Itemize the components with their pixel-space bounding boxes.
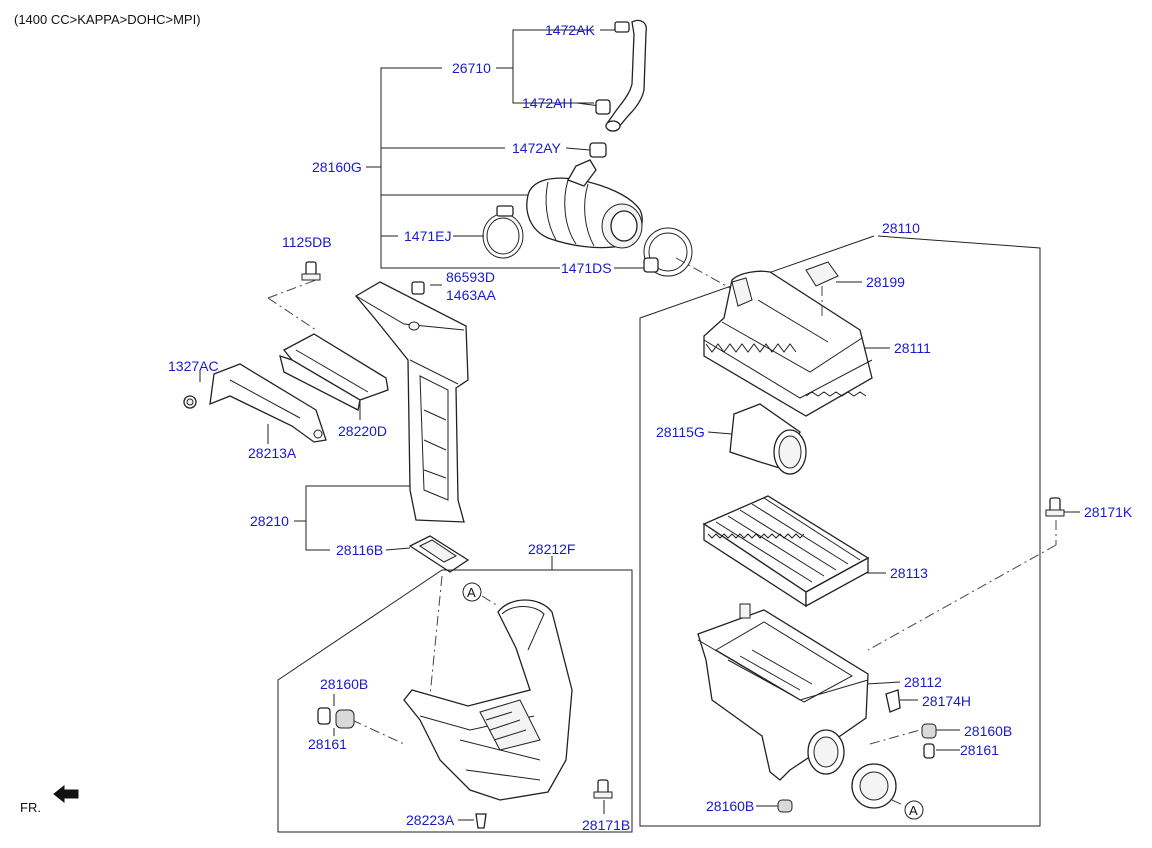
- centerline-a-right: [891, 799, 906, 807]
- svg-text:A: A: [467, 585, 476, 600]
- air-cleaner-case-28112: [697, 603, 869, 781]
- part-label-28171b[interactable]: 28171B: [582, 817, 630, 833]
- centerline-hose-to-cover: [675, 257, 731, 289]
- part-label-86593d[interactable]: 86593D: [446, 269, 495, 285]
- centerline-case-mounts: [869, 729, 921, 745]
- part-label-1471ds[interactable]: 1471DS: [561, 260, 612, 276]
- svg-text:FR.: FR.: [20, 800, 41, 815]
- part-label-28161-left[interactable]: 28161: [308, 736, 347, 752]
- air-cleaner-cover-28111: [703, 270, 873, 417]
- part-label-28223a[interactable]: 28223A: [406, 812, 455, 828]
- screw-28171b: [593, 779, 613, 799]
- centerline-screw-to-case: [867, 544, 1057, 651]
- part-label-28112[interactable]: 28112: [904, 674, 942, 690]
- part-label-28174h[interactable]: 28174H: [922, 693, 971, 709]
- nut-1327ac: [183, 395, 197, 409]
- part-label-1125db[interactable]: 1125DB: [282, 234, 332, 250]
- part-label-28113[interactable]: 28113: [890, 565, 928, 581]
- part-label-28160b-left[interactable]: 28160B: [320, 676, 368, 692]
- bushing-28161-right: [923, 743, 935, 759]
- intake-duct-lower-28212f: [403, 599, 573, 801]
- clip-86593d: [411, 281, 425, 295]
- air-intake-hose: [526, 159, 643, 249]
- bracket-28213a: [209, 363, 327, 443]
- part-label-28115g[interactable]: 28115G: [656, 424, 705, 440]
- part-label-28210[interactable]: 28210: [250, 513, 289, 529]
- bolt-1125db: [301, 261, 321, 281]
- hose-clamp-1471ds: [643, 227, 693, 277]
- part-label-28199[interactable]: 28199: [866, 274, 905, 290]
- part-label-1472ay[interactable]: 1472AY: [512, 140, 561, 156]
- part-label-28116b[interactable]: 28116B: [336, 542, 383, 558]
- part-label-1327ac[interactable]: 1327AC: [168, 358, 219, 374]
- svg-text:A: A: [909, 803, 918, 818]
- part-label-28213a[interactable]: 28213A: [248, 445, 297, 461]
- seal-28116b: [408, 535, 470, 573]
- label-plate-28199: [805, 261, 839, 287]
- grommet-28160b-left: [335, 709, 355, 729]
- engine-spec-title: (1400 CC>KAPPA>DOHC>MPI): [14, 12, 201, 27]
- duct-seal-ring: [851, 763, 897, 809]
- part-label-28160g[interactable]: 28160G: [312, 159, 362, 175]
- part-label-28220d[interactable]: 28220D: [338, 423, 387, 439]
- hose-clamp-1471ej: [482, 205, 524, 259]
- clip-28223a: [475, 813, 487, 829]
- part-label-1472ak[interactable]: 1472AK: [545, 22, 595, 38]
- part-label-1472ah[interactable]: 1472AH: [522, 95, 573, 111]
- callout-circle-a-left: A: [462, 582, 482, 602]
- hose-clip-1472ay: [589, 142, 607, 158]
- leader-lines-28160g: [366, 29, 648, 269]
- air-guide-28115g: [729, 403, 807, 475]
- part-label-28161-right[interactable]: 28161: [960, 742, 999, 758]
- part-label-28111[interactable]: 28111: [894, 340, 931, 356]
- grommet-28160b-right: [921, 723, 937, 739]
- part-label-28110[interactable]: 28110: [882, 220, 920, 236]
- part-label-1463aa[interactable]: 1463AA: [446, 287, 496, 303]
- breather-hose-26710: [595, 19, 647, 132]
- part-label-28212f[interactable]: 28212F: [528, 541, 575, 557]
- part-label-28160b-bottom[interactable]: 28160B: [706, 798, 754, 814]
- part-label-28171k[interactable]: 28171K: [1084, 504, 1133, 520]
- part-label-26710[interactable]: 26710: [452, 60, 491, 76]
- front-arrow-icon: [53, 784, 79, 804]
- grommet-28160b-bottom: [777, 799, 793, 813]
- screw-28171k: [1045, 497, 1065, 517]
- bushing-28161-left: [317, 707, 331, 725]
- leader-box-28212f: [277, 556, 633, 833]
- resonator-28220d: [279, 333, 389, 411]
- front-direction-indicator: FR.: [20, 784, 79, 815]
- intake-duct-upper-28210: [355, 281, 469, 523]
- clip-28174h: [885, 689, 901, 713]
- leader-lines-left: [199, 279, 442, 551]
- filter-element-28113: [702, 495, 870, 608]
- callout-circle-a-right: A: [904, 800, 924, 820]
- part-label-28160b-right[interactable]: 28160B: [964, 723, 1012, 739]
- part-label-1471ej[interactable]: 1471EJ: [404, 228, 451, 244]
